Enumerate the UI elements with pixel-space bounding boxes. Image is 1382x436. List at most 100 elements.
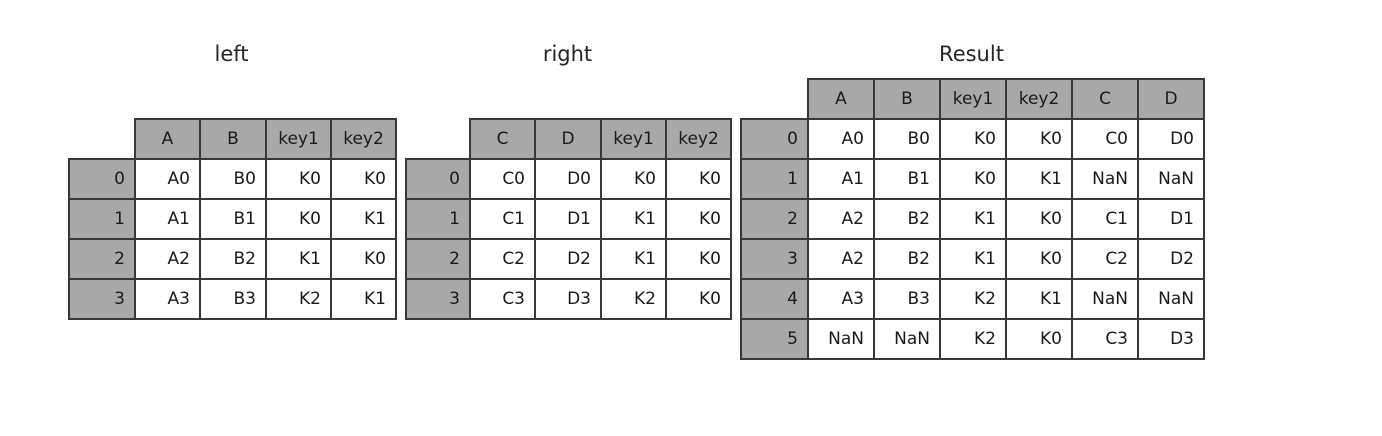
table-row: 3 C3 D3 K2 K0 [405, 278, 732, 320]
row-index-label: 1 [68, 198, 136, 240]
table-row: 3 A2 B2 K1 K0 C2 D2 [740, 238, 1205, 280]
column-header-b: B [199, 118, 267, 160]
table-row: 0 A0 B0 K0 K0 C0 D0 [740, 118, 1205, 160]
table-cell: A3 [134, 278, 201, 320]
table-cell: K0 [265, 198, 332, 240]
dataframe-table-right: C D key1 key2 0 C0 D0 K0 K0 1 C1 D1 [405, 118, 732, 320]
table-cell: K0 [1005, 198, 1073, 240]
table-cell: K0 [1005, 118, 1073, 160]
table-cell: K0 [265, 158, 332, 200]
table-cell: A1 [807, 158, 875, 200]
table-cell: NaN [873, 318, 941, 360]
table-row: 1 A1 B1 K0 K1 [68, 198, 397, 240]
table-cell: K1 [600, 198, 667, 240]
row-index-label: 2 [405, 238, 471, 280]
row-index-label: 1 [405, 198, 471, 240]
table-cell: K2 [939, 278, 1007, 320]
table-cell: NaN [807, 318, 875, 360]
row-index-label: 2 [740, 198, 809, 240]
column-header-a: A [134, 118, 201, 160]
table-cell: NaN [1071, 158, 1139, 200]
dataframe-table-result: A B key1 key2 C D 0 A0 B0 K0 K0 C0 D0 [740, 78, 1205, 360]
row-index-label: 3 [405, 278, 471, 320]
panel-title-right: right [542, 42, 593, 66]
table-cell: K0 [1005, 318, 1073, 360]
table-cell: K2 [265, 278, 332, 320]
row-index-label: 1 [740, 158, 809, 200]
table-cell: B0 [873, 118, 941, 160]
table-cell: B3 [199, 278, 267, 320]
row-index-label: 3 [740, 238, 809, 280]
column-header-c: C [1071, 78, 1139, 120]
table-cell: K0 [665, 158, 732, 200]
table-cell: C2 [469, 238, 536, 280]
table-cell: K0 [665, 198, 732, 240]
column-header-key2: key2 [1005, 78, 1073, 120]
table-cell: NaN [1137, 158, 1205, 200]
table-cell: A2 [134, 238, 201, 280]
table-cell: B2 [873, 198, 941, 240]
table-cell: D0 [1137, 118, 1205, 160]
table-cell: D3 [534, 278, 602, 320]
column-header-key1: key1 [939, 78, 1007, 120]
table-cell: A2 [807, 238, 875, 280]
row-index-label: 2 [68, 238, 136, 280]
row-index-label: 3 [68, 278, 136, 320]
row-index-label: 4 [740, 278, 809, 320]
table-cell: K1 [939, 238, 1007, 280]
index-corner-cell [69, 119, 135, 159]
table-cell: B2 [199, 238, 267, 280]
table-cell: K1 [1005, 278, 1073, 320]
table-cell: K0 [600, 158, 667, 200]
column-header-key2: key2 [330, 118, 397, 160]
table-row: 5 NaN NaN K2 K0 C3 D3 [740, 318, 1205, 360]
column-header-d: D [1137, 78, 1205, 120]
table-header-row: C D key1 key2 [406, 118, 732, 160]
table-cell: B1 [199, 198, 267, 240]
table-header-row: A B key1 key2 C D [741, 78, 1205, 120]
table-cell: A0 [807, 118, 875, 160]
table-cell: K1 [330, 198, 397, 240]
table-row: 1 C1 D1 K1 K0 [405, 198, 732, 240]
table-row: 0 A0 B0 K0 K0 [68, 158, 397, 200]
table-cell: NaN [1137, 278, 1205, 320]
table-cell: D2 [534, 238, 602, 280]
index-corner-cell [406, 119, 470, 159]
column-header-a: A [807, 78, 875, 120]
panel-right: right C D key1 key2 0 [405, 42, 732, 320]
table-row: 0 C0 D0 K0 K0 [405, 158, 732, 200]
table-cell: A0 [134, 158, 201, 200]
table-row: 1 A1 B1 K0 K1 NaN NaN [740, 158, 1205, 200]
table-cell: D3 [1137, 318, 1205, 360]
table-cell: A2 [807, 198, 875, 240]
table-header-row: A B key1 key2 [69, 118, 397, 160]
table-cell: B1 [873, 158, 941, 200]
row-index-label: 5 [740, 318, 809, 360]
column-header-key2: key2 [665, 118, 732, 160]
table-cell: NaN [1071, 278, 1139, 320]
table-cell: C1 [1071, 198, 1139, 240]
table-cell: A3 [807, 278, 875, 320]
table-cell: K0 [330, 238, 397, 280]
table-cell: K2 [939, 318, 1007, 360]
table-cell: K0 [665, 238, 732, 280]
column-header-c: C [469, 118, 536, 160]
table-row: 2 C2 D2 K1 K0 [405, 238, 732, 280]
table-cell: K2 [600, 278, 667, 320]
table-cell: B2 [873, 238, 941, 280]
column-header-key1: key1 [265, 118, 332, 160]
table-cell: K1 [265, 238, 332, 280]
table-cell: A1 [134, 198, 201, 240]
table-cell: C0 [1071, 118, 1139, 160]
table-row: 3 A3 B3 K2 K1 [68, 278, 397, 320]
table-cell: K0 [939, 118, 1007, 160]
table-cell: C3 [1071, 318, 1139, 360]
table-cell: C2 [1071, 238, 1139, 280]
table-cell: D1 [1137, 198, 1205, 240]
table-cell: C0 [469, 158, 536, 200]
column-header-key1: key1 [600, 118, 667, 160]
dataframe-table-left: A B key1 key2 0 A0 B0 K0 K0 1 A1 B1 [68, 118, 397, 320]
table-cell: D2 [1137, 238, 1205, 280]
panel-left: left A B key1 key2 0 [68, 44, 397, 320]
table-row: 2 A2 B2 K1 K0 C1 D1 [740, 198, 1205, 240]
